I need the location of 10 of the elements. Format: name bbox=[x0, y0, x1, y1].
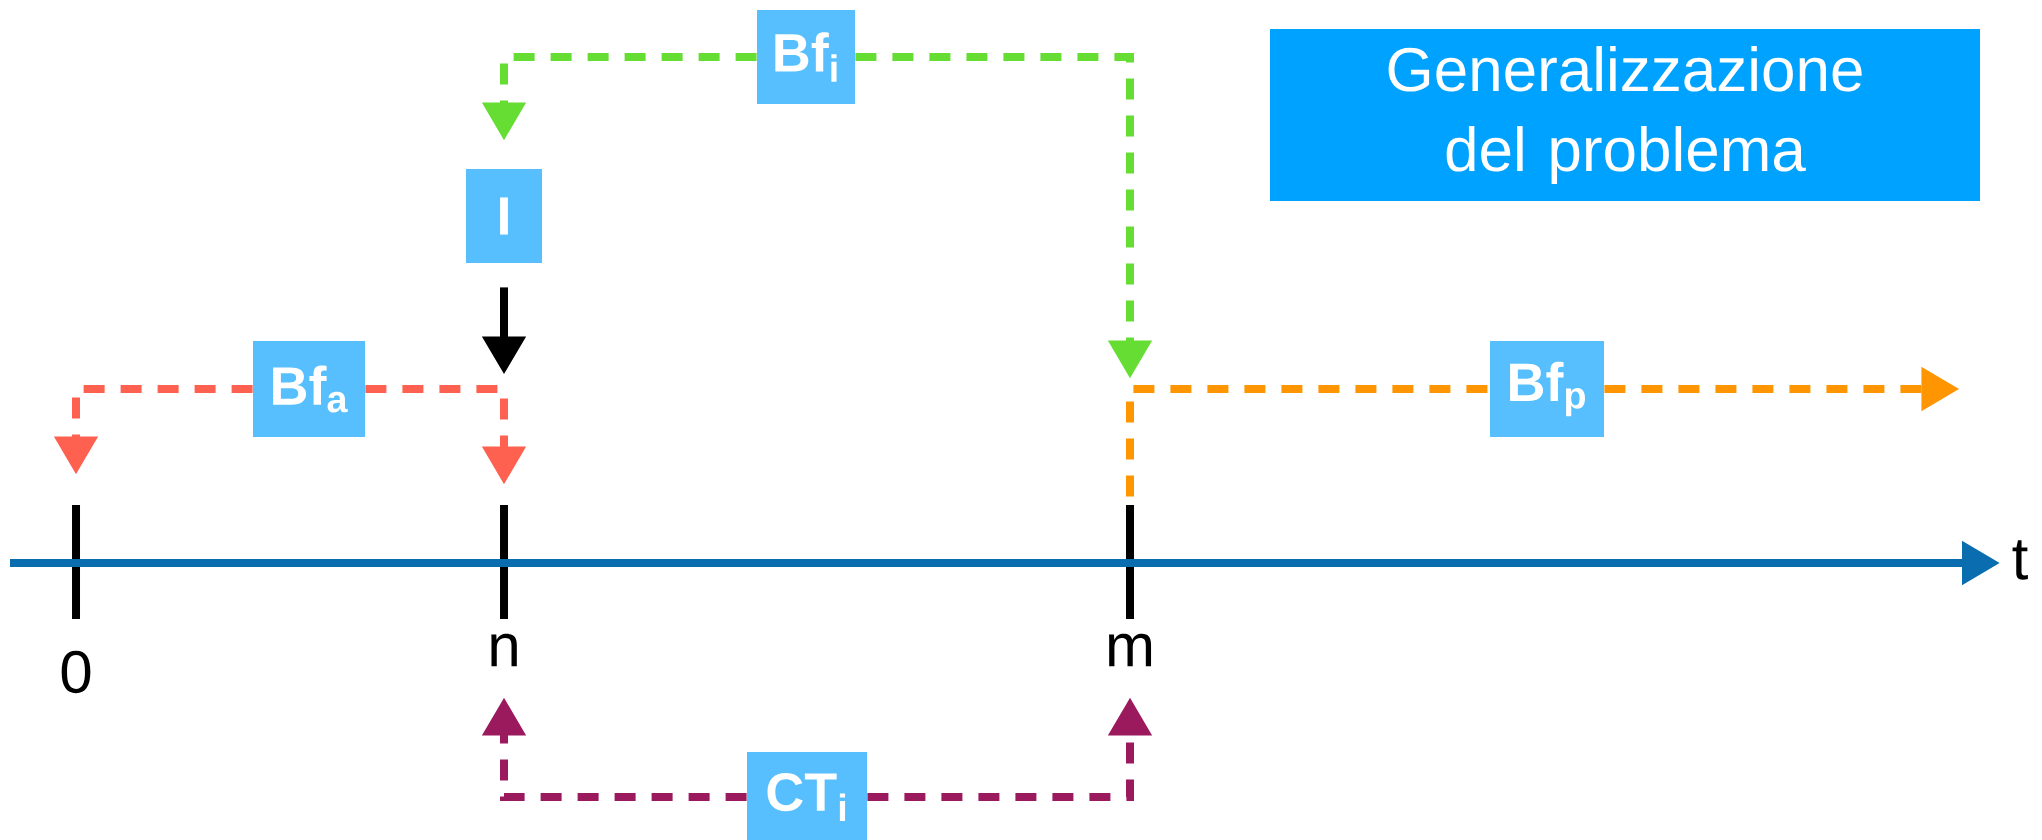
label-box: Bf$_{i}$ bbox=[757, 10, 855, 104]
tick-label: n bbox=[491, 633, 517, 667]
axis-label: t bbox=[2012, 540, 2028, 580]
label-box: Bf$_{p}$ bbox=[1490, 341, 1604, 437]
title-box: Generalizzazione del problema bbox=[1270, 29, 1980, 201]
label-box: CT$_{i}$ bbox=[747, 752, 867, 840]
label-box: I bbox=[466, 169, 542, 263]
label-box: Bf$_{a}$ bbox=[253, 341, 365, 437]
tick-label: m bbox=[1109, 633, 1152, 667]
tick-label: 0 bbox=[61, 650, 91, 694]
